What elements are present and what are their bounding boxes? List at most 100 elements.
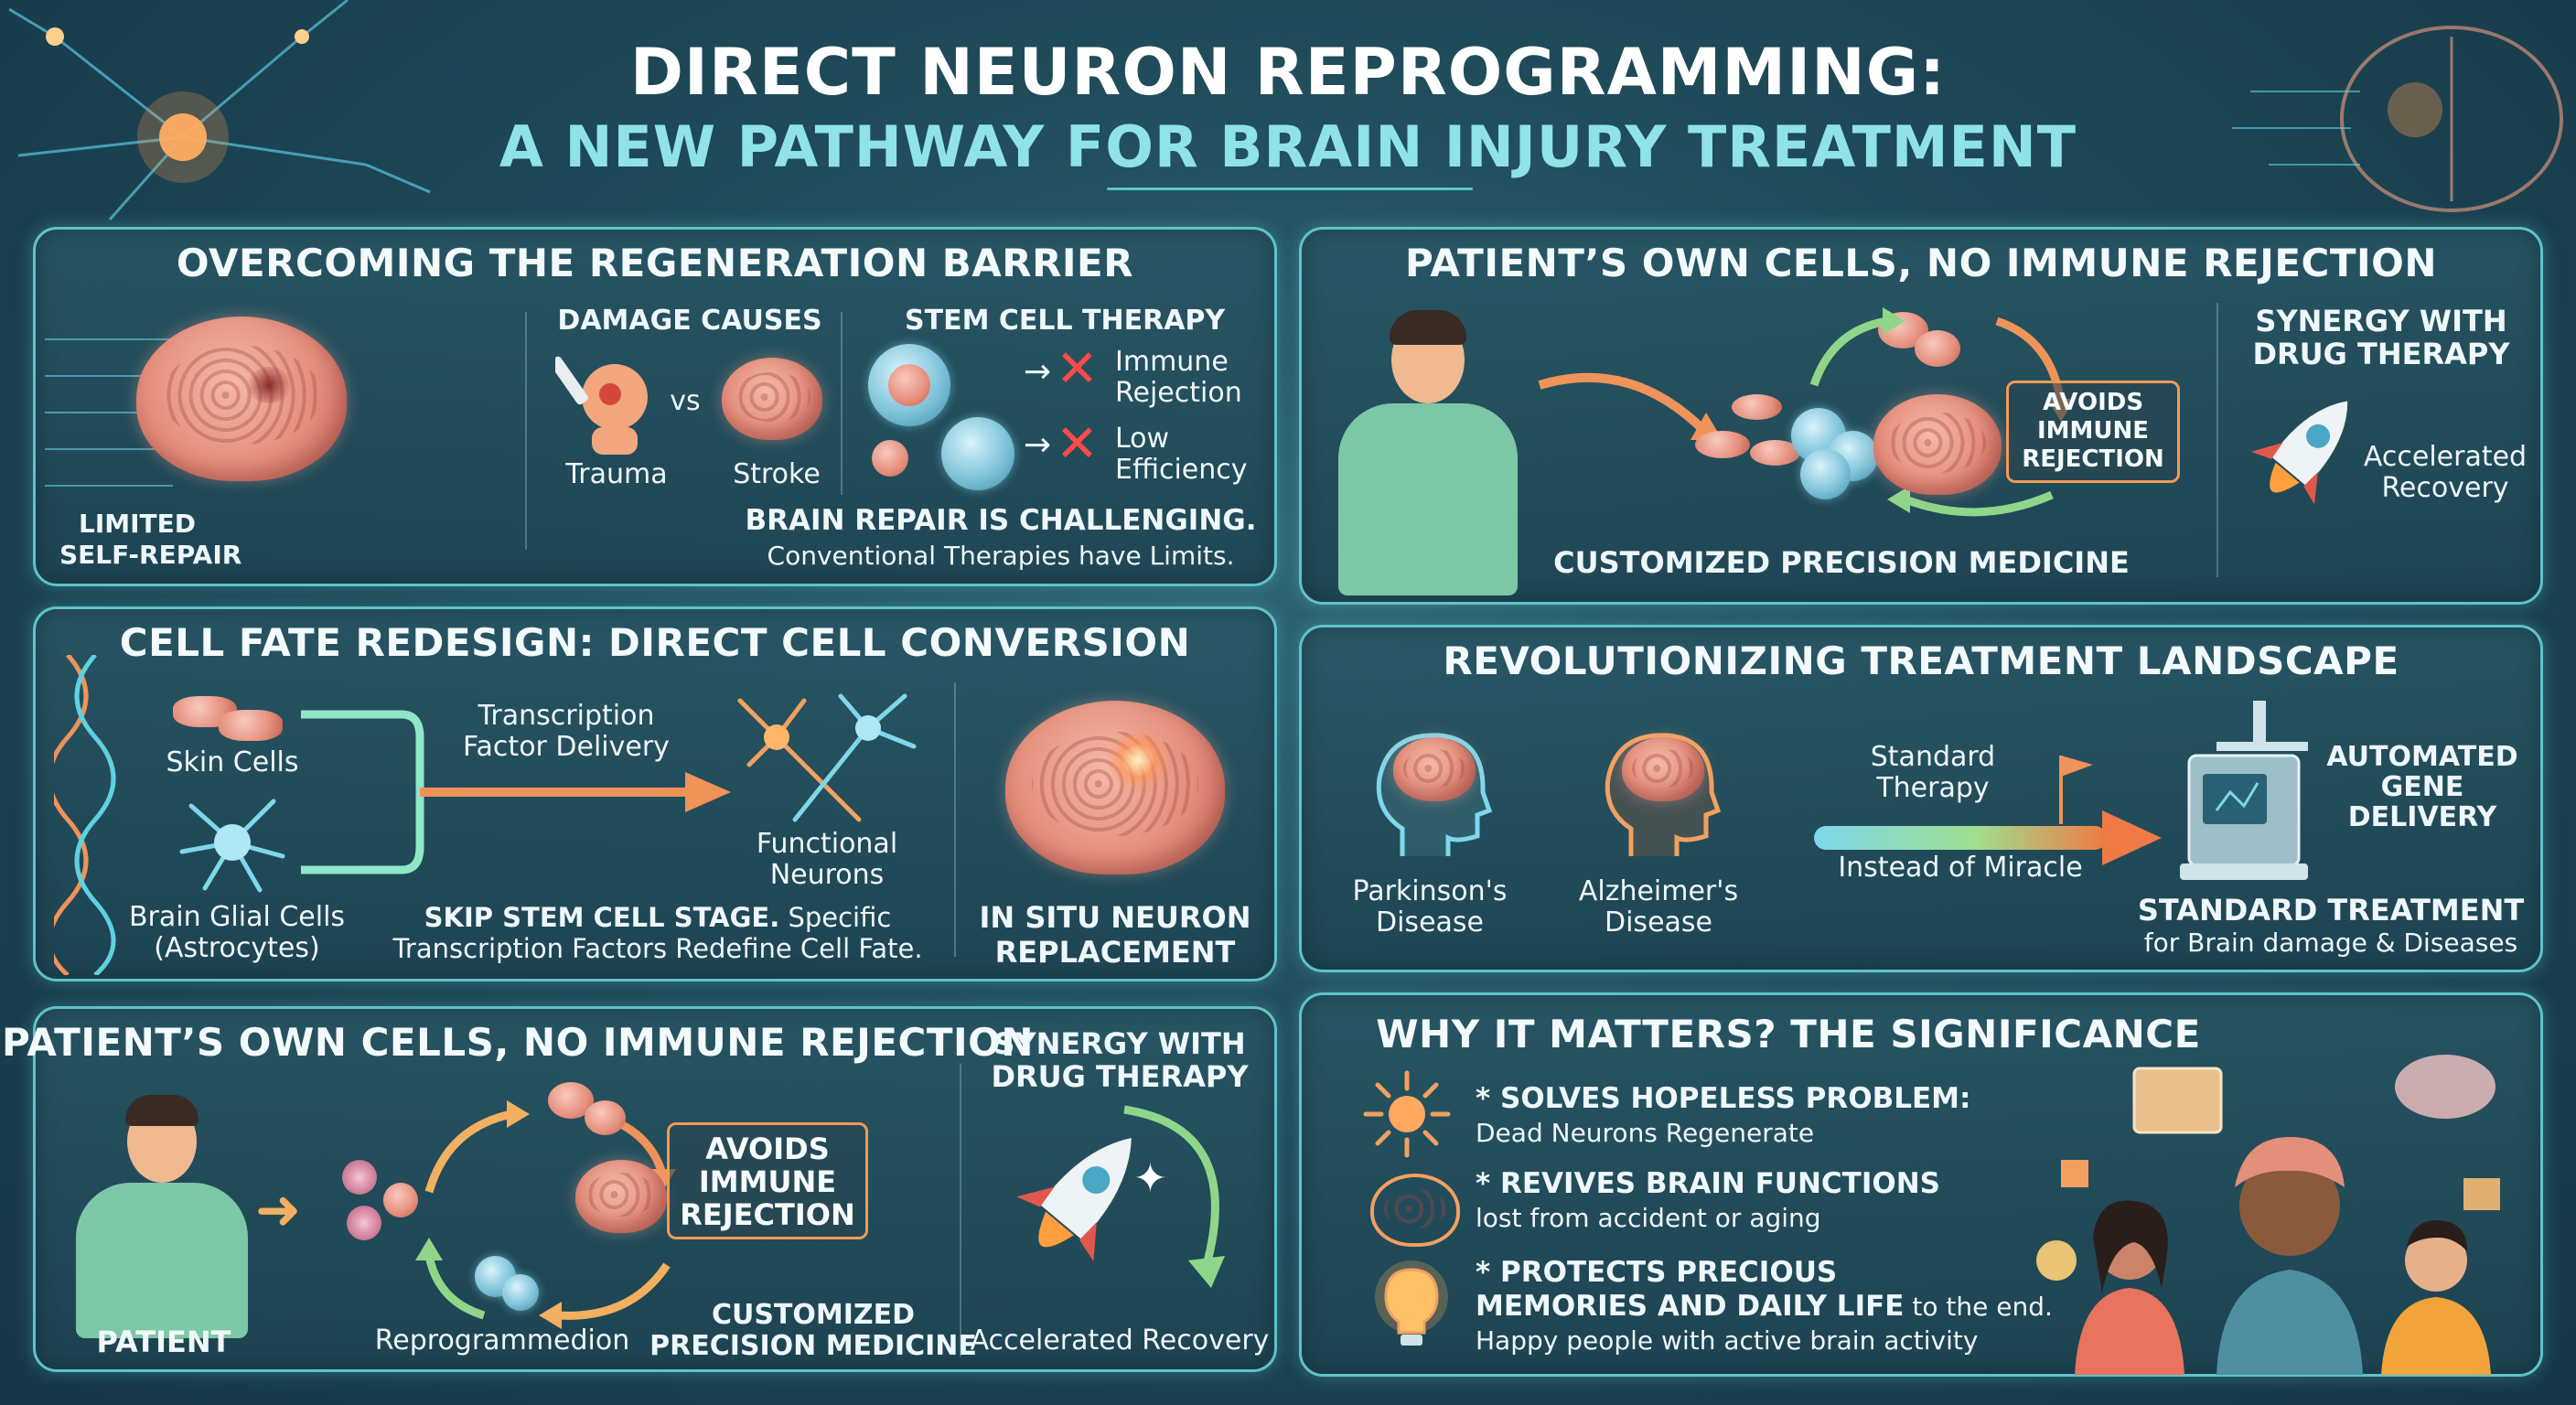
customized-2-line-2: PRECISION MEDICINE (649, 1330, 977, 1362)
stem-cell-small-nucleus (872, 440, 908, 477)
limited-line-2: SELF-REPAIR (59, 540, 242, 570)
synergy-label-2: SYNERGY WITH DRUG THERAPY (973, 1027, 1266, 1093)
for-brain-label: for Brain damage & Diseases (2143, 928, 2518, 958)
patient-hair (1390, 310, 1466, 345)
panel-treatment-landscape: REVOLUTIONIZING TREATMENT LANDSCAPE Park… (1299, 625, 2543, 972)
low-line-1: Low (1115, 423, 1170, 455)
auto-line-3: DELIVERY (2347, 801, 2497, 833)
parkinson-line-2: Disease (1376, 906, 1484, 938)
alzheimer-line-2: Disease (1605, 906, 1712, 938)
accel-line-1: Accelerated (2363, 441, 2528, 473)
trauma-head-icon (555, 356, 648, 455)
accel-line-2: Recovery (2381, 472, 2509, 504)
limited-self-repair-label: LIMITED SELF-REPAIR (59, 509, 242, 571)
low-cross-icon: ✕ (1056, 414, 1099, 474)
low-efficiency-label: Low Efficiency (1115, 424, 1261, 486)
patient-brain-icon (1873, 394, 2002, 495)
panel-significance: WHY IT MATTERS? THE SIGNIFICANCE * SOLVE… (1299, 992, 2543, 1377)
item-3-sub: Happy people with active brain activity (1476, 1325, 1979, 1356)
cycle-arrows-2 (415, 1100, 676, 1329)
damage-causes-label: DAMAGE CAUSES (557, 305, 822, 337)
alzheimer-brain-icon (1622, 737, 1704, 801)
panel-5-title: PATIENT’S OWN CELLS, NO IMMUNE REJECTION (2, 1020, 1034, 1065)
customized-label-2: CUSTOMIZED PRECISION MEDICINE (639, 1300, 987, 1362)
parkinson-label: Parkinson's Disease (1338, 876, 1521, 938)
title-line-2: A NEW PATHWAY FOR BRAIN INJURY TREATMENT (499, 113, 2077, 180)
low-line-2: Efficiency (1115, 454, 1248, 486)
trauma-label: Trauma (565, 458, 668, 490)
auto-line-1: AUTOMATED (2326, 741, 2518, 773)
parkinson-brain-icon (1393, 737, 1476, 801)
tf-line-2: Factor Delivery (463, 731, 670, 763)
reprogram-label: Reprogrammedion (374, 1325, 630, 1357)
arrow-to-low: → (1023, 426, 1052, 464)
tf-delivery-label: Transcription Factor Delivery (429, 701, 703, 763)
lightbulb-icon (1375, 1260, 1448, 1346)
auto-line-2: GENE (2380, 771, 2464, 803)
skin-cells-label: Skin Cells (166, 746, 299, 778)
item-3-bold-2: MEMORIES AND DAILY LIFE (1476, 1290, 1905, 1323)
cell-icon-a (342, 1160, 377, 1195)
parkinson-line-1: Parkinson's (1352, 875, 1508, 907)
panel-cell-fate-redesign: CELL FATE REDESIGN: DIRECT CELL CONVERSI… (33, 606, 1277, 981)
alzheimer-line-1: Alzheimer's (1578, 875, 1739, 907)
stem-cell-small-icon (941, 417, 1014, 490)
synergy-label: SYNERGY WITH DRUG THERAPY (2235, 305, 2528, 370)
skin-cell-icon-b (219, 710, 283, 741)
conversion-arrow (301, 710, 731, 874)
avoids-2-line-2: IMMUNE (698, 1164, 837, 1199)
happy-people-illustration (2036, 1055, 2500, 1375)
item-3-bold-1: * PROTECTS PRECIOUS (1476, 1256, 1838, 1289)
item-2: * REVIVES BRAIN FUNCTIONS lost from acci… (1476, 1167, 1940, 1235)
ips-cell-icon-3 (1800, 449, 1851, 499)
skip-rest: Specific (779, 902, 892, 933)
skin-cell-icon-2 (1732, 394, 1782, 420)
avoids-line-2: IMMUNE (2036, 417, 2150, 445)
synergy-line-1: SYNERGY WITH (2255, 304, 2507, 338)
panel-1-divider-2 (841, 312, 843, 495)
customized-2-line-1: CUSTOMIZED (711, 1299, 916, 1331)
patient-label: PATIENT (96, 1325, 231, 1359)
astrocyte-icon (179, 799, 285, 893)
damaged-brain-icon (136, 316, 347, 481)
rocket-icon (2251, 401, 2348, 505)
flag-icon (2059, 756, 2093, 824)
item-2-sub: lost from accident or aging (1476, 1203, 1821, 1233)
functional-neurons-icon (737, 693, 917, 822)
panel-2-title: PATIENT’S OWN CELLS, NO IMMUNE REJECTION (1405, 241, 2437, 285)
automated-gene-delivery-label: AUTOMATED GENE DELIVERY (2317, 742, 2528, 832)
avoids-line-3: REJECTION (2022, 445, 2164, 473)
item-1: * SOLVES HOPELESS PROBLEM: Dead Neurons … (1476, 1082, 1970, 1150)
immune-line-2: Rejection (1115, 377, 1242, 409)
item-3-rest: to the end. (1904, 1292, 2053, 1322)
in-situ-brain-icon (1005, 701, 1225, 874)
converted-cell-icon-2 (1915, 330, 1960, 367)
skin-cell-icon-1 (1695, 431, 1750, 458)
skip-bold: SKIP STEM CELL STAGE. (424, 902, 780, 933)
glial-line-2: (Astrocytes) (154, 932, 320, 964)
panel-5-divider (960, 1064, 961, 1357)
panel-1-divider-1 (525, 312, 527, 550)
skip-stem-statement: SKIP STEM CELL STAGE. Specific Transcrip… (374, 902, 941, 964)
svg-text:✦: ✦ (1133, 1155, 1167, 1202)
cell-icon-c (347, 1206, 381, 1240)
panel-1-title: OVERCOMING THE REGENERATION BARRIER (176, 241, 1134, 285)
customized-precision-label: CUSTOMIZED PRECISION MEDICINE (1553, 545, 2130, 580)
accelerated-recovery-label-2: Accelerated Recovery (970, 1325, 1270, 1357)
synergy-2-line-1: SYNERGY WITH (993, 1026, 1246, 1061)
glial-line-1: Brain Glial Cells (128, 901, 346, 933)
panel-3-divider (954, 682, 956, 957)
immune-line-1: Immune (1115, 346, 1229, 378)
functional-line-1: Functional (756, 828, 898, 860)
title-underline (1107, 188, 1473, 190)
panel-patient-cells-top: PATIENT’S OWN CELLS, NO IMMUNE REJECTION… (1299, 227, 2543, 605)
recovery-arc-icon: ✦ (1123, 1105, 1225, 1288)
challenge-statement: BRAIN REPAIR IS CHALLENGING. (745, 504, 1257, 537)
rocket-icon-2 (1016, 1138, 1132, 1261)
conventional-statement: Conventional Therapies have Limits. (767, 541, 1235, 571)
avoids-2-line-3: REJECTION (680, 1197, 855, 1232)
progress-arrow-icon (1814, 810, 2162, 865)
stem-cell-therapy-label: STEM CELL THERAPY (905, 305, 1226, 337)
patient-hair-2 (125, 1095, 199, 1126)
immune-cross-icon: ✕ (1056, 339, 1099, 399)
